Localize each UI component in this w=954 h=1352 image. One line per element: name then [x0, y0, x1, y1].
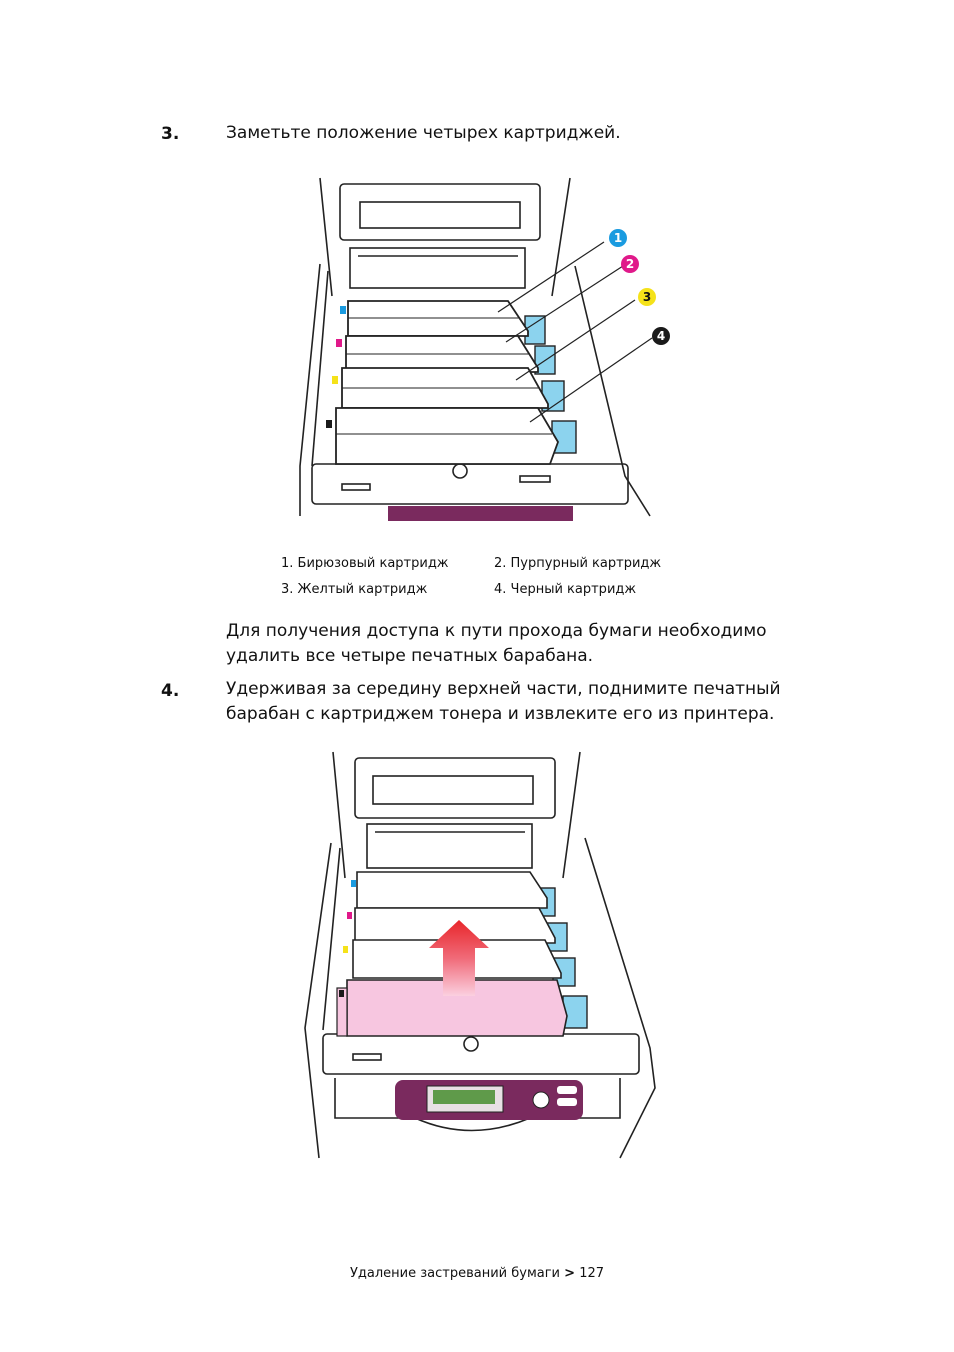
callout-2-marker — [621, 255, 639, 273]
step-4-line-2: барабан с картриджем тонера и извлеките … — [226, 704, 775, 724]
lift-arrow — [429, 920, 489, 996]
page-number: 127 — [579, 1266, 605, 1281]
callout-1-label: 1 — [614, 231, 622, 245]
footer-separator: > — [564, 1266, 576, 1281]
step-4-number: 4. — [161, 681, 180, 701]
callout-3-label: 3 — [643, 290, 651, 304]
legend-item-black: 4. Черный картридж — [494, 582, 637, 597]
page-footer: Удаление застреваний бумаги > 127 — [0, 1266, 954, 1281]
printer-cartridges-illustration: 1 2 3 4 — [299, 177, 670, 521]
legend-item-yellow: 3. Желтый картридж — [281, 582, 428, 597]
drum-removal-illustration — [304, 751, 656, 1159]
step-4-text: Удерживая за середину верхней части, под… — [226, 677, 826, 727]
callout-4-label: 4 — [657, 329, 665, 343]
callout-4-marker — [652, 327, 670, 345]
step-3-number: 3. — [161, 124, 180, 144]
callout-2-label: 2 — [626, 257, 634, 271]
control-panel — [388, 506, 573, 521]
note-line-1: Для получения доступа к пути прохода бум… — [226, 621, 767, 641]
callout-3-marker — [638, 288, 656, 306]
note-line-2: удалить все четыре печатных барабана. — [226, 646, 594, 666]
legend-item-magenta: 2. Пурпурный картридж — [494, 556, 662, 571]
lcd-display — [433, 1090, 495, 1104]
step-4-line-1: Удерживая за середину верхней части, под… — [226, 679, 781, 699]
legend-item-cyan: 1. Бирюзовый картридж — [281, 556, 449, 571]
footer-section-title: Удаление застреваний бумаги — [349, 1266, 560, 1281]
step-3-text: Заметьте положение четырех картриджей. — [226, 123, 621, 143]
note-paragraph: Для получения доступа к пути прохода бум… — [226, 619, 826, 669]
callout-1-marker — [609, 229, 627, 247]
